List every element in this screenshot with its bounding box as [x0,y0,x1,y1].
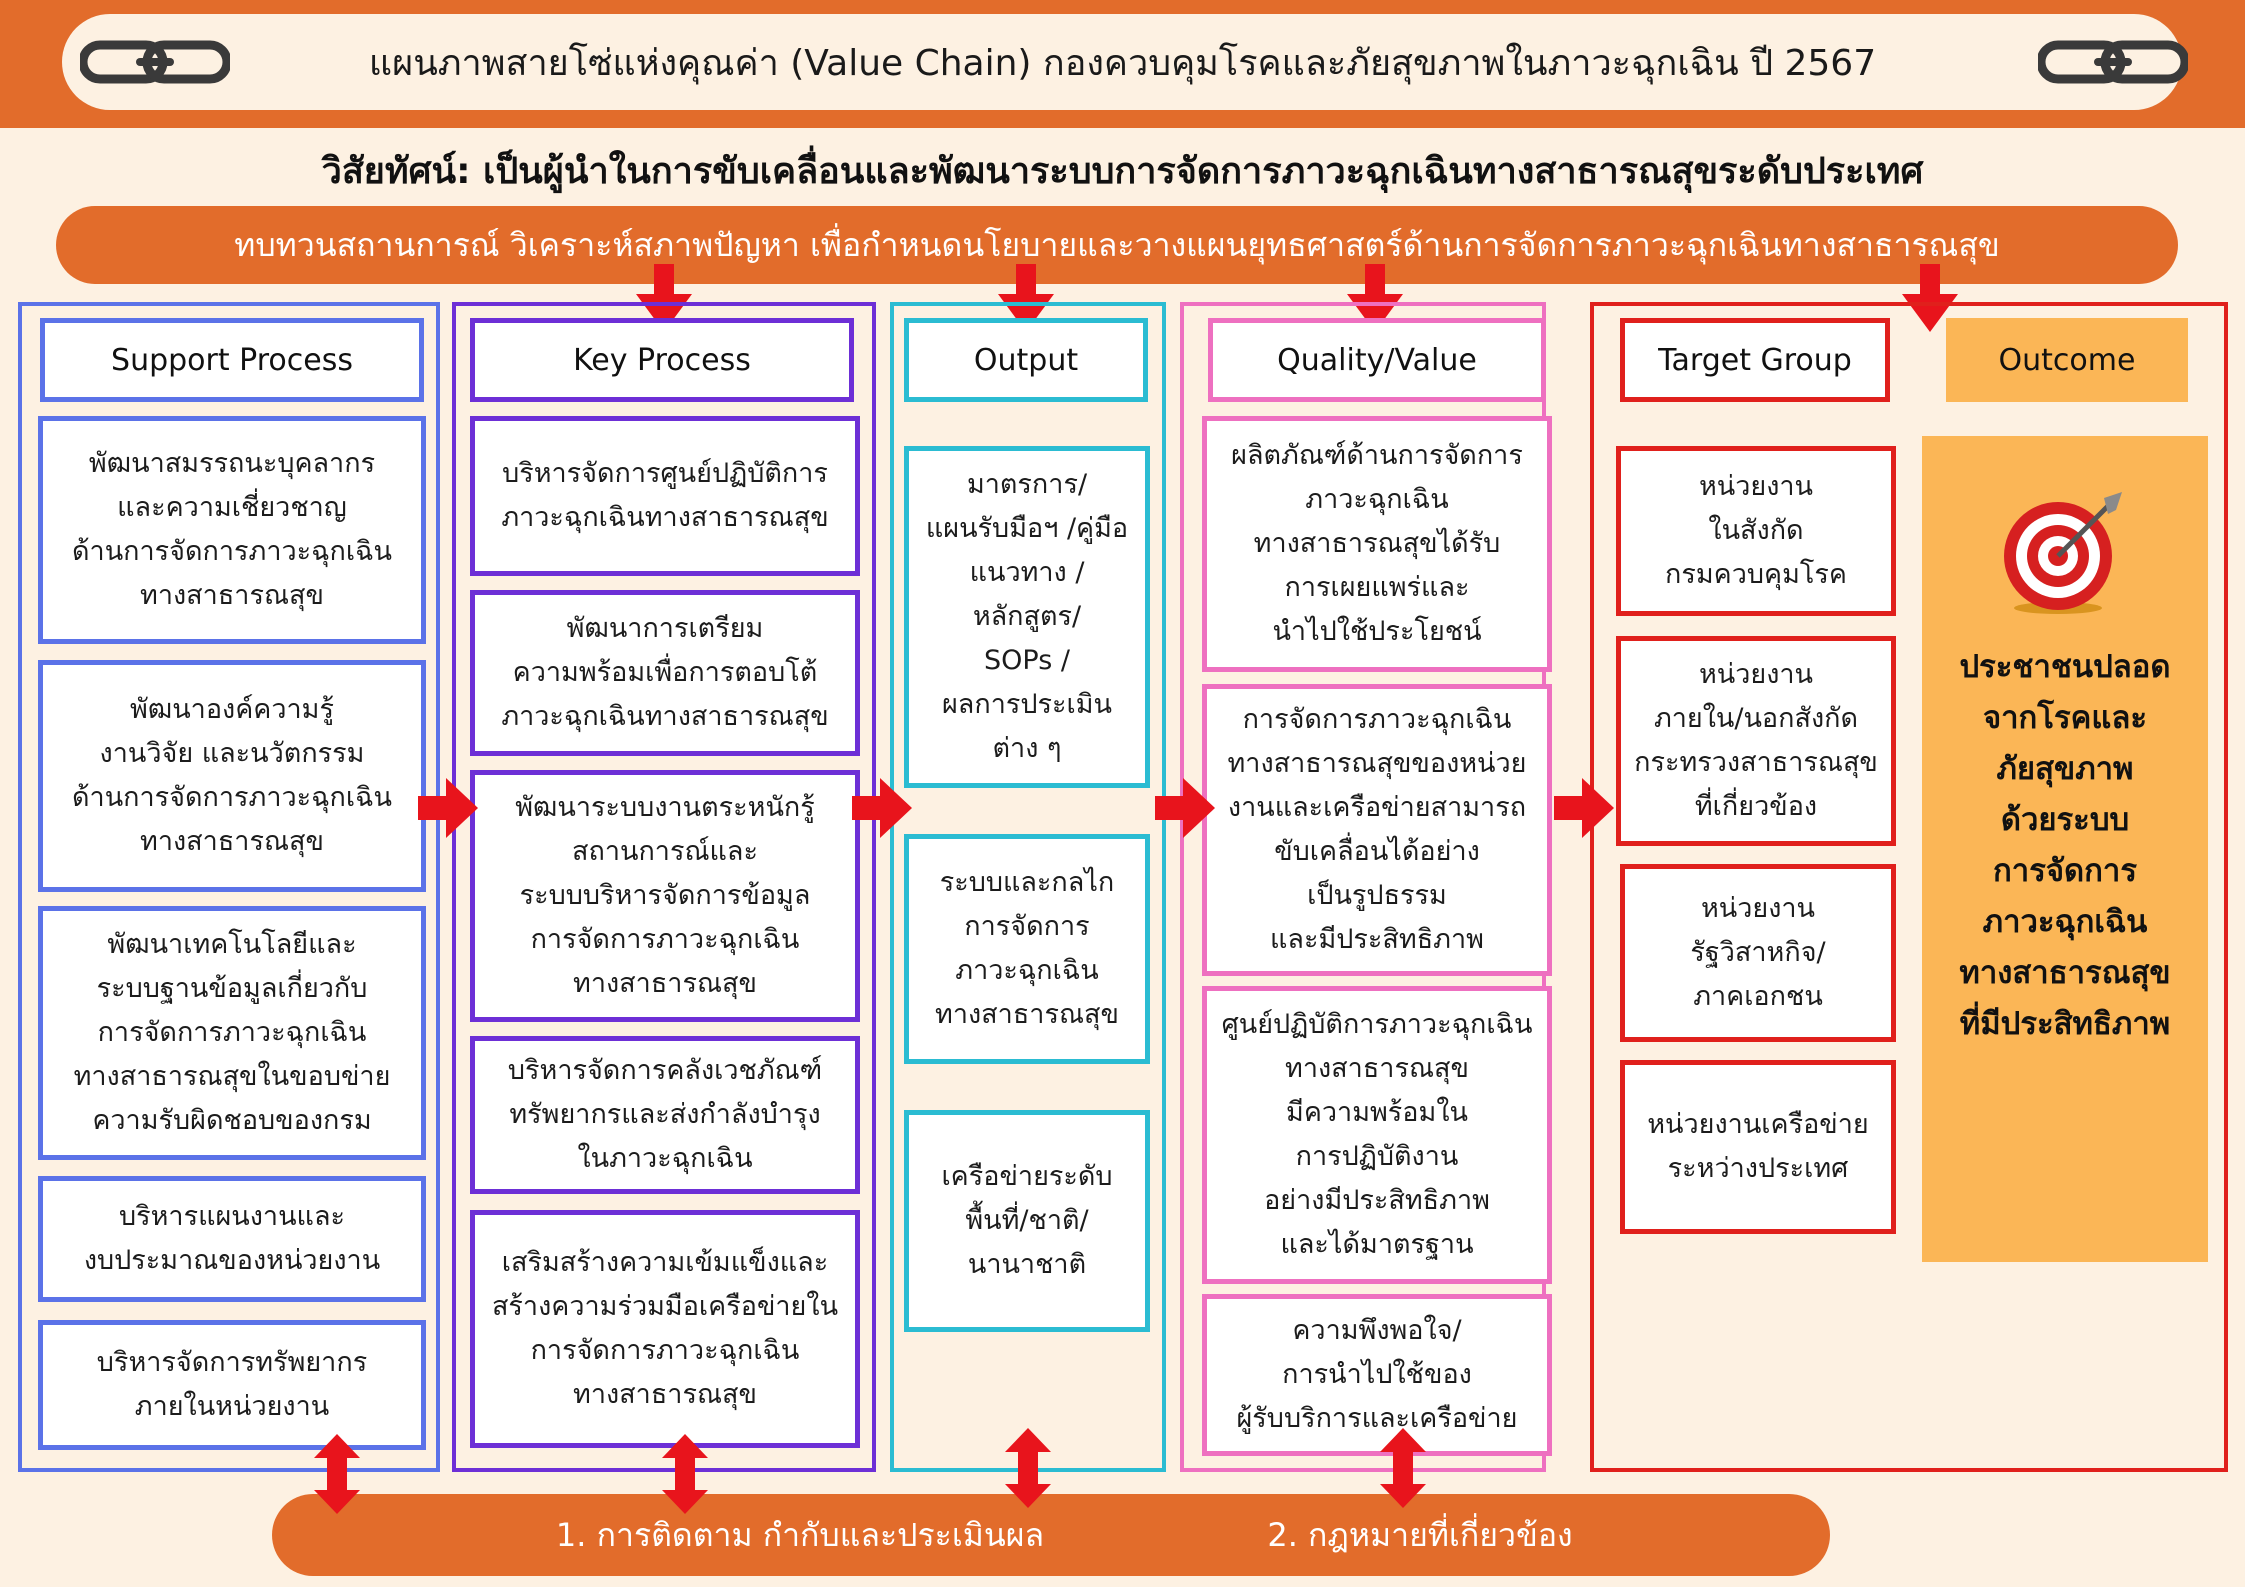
key-process-item: เสริมสร้างความเข้มแข็งและ สร้างความร่วมม… [470,1210,860,1448]
red-double-arrow-icon [1378,1428,1428,1508]
key-process-item: พัฒนาการเตรียม ความพร้อมเพื่อการตอบโต้ ภ… [470,590,860,756]
key-process-column [452,302,876,1472]
support-item: พัฒนาสมรรถนะบุคลากร และความเชี่ยวชาญ ด้า… [38,416,426,644]
red-double-arrow-icon [312,1434,362,1514]
red-arrow-right-icon [852,778,912,838]
output-item: ระบบและกลไก การจัดการ ภาวะฉุกเฉิน ทางสาธ… [904,834,1150,1064]
target-group-item: หน่วยงาน ในสังกัด กรมควบคุมโรค [1616,446,1896,616]
chain-link-icon [2038,40,2188,84]
outcome-header: Outcome [1946,318,2188,402]
target-group-item: หน่วยงาน ภายใน/นอกสังกัด กระทรวงสาธารณสุ… [1616,636,1896,846]
support-process-header: Support Process [40,318,424,402]
support-process-column [18,302,440,1472]
quality-value-item: การจัดการภาวะฉุกเฉิน ทางสาธารณสุขของหน่ว… [1202,684,1552,976]
key-process-item: พัฒนาระบบงานตระหนักรู้ สถานการณ์และ ระบบ… [470,770,860,1022]
quality-value-item: ศูนย์ปฏิบัติการภาวะฉุกเฉิน ทางสาธารณสุข … [1202,986,1552,1284]
quality-value-item: ความพึงพอใจ/ การนำไปใช้ของ ผู้รับบริการแ… [1202,1294,1552,1456]
output-item: มาตรการ/ แผนรับมือฯ /คู่มือ แนวทาง / หลั… [904,446,1150,788]
page-title: แผนภาพสายโซ่แห่งคุณค่า (Value Chain) กอง… [368,42,1877,84]
outcome-text: ประชาชนปลอด จากโรคและ ภัยสุขภาพ ด้วยระบบ… [1959,649,2171,1042]
output-header: Output [904,318,1148,402]
target-outcome-column [1590,302,2228,1472]
target-bullseye-icon [2004,492,2122,614]
top-banner: ทบทวนสถานการณ์ วิเคราะห์สภาพปัญหา เพื่อก… [56,206,2178,284]
bottom-banner [272,1494,1830,1576]
title-pill [62,14,2182,110]
support-item: บริหารแผนงานและ งบประมาณของหน่วยงาน [38,1176,426,1302]
key-process-item: บริหารจัดการคลังเวชภัณฑ์ ทรัพยากรและส่งก… [470,1036,860,1194]
red-double-arrow-icon [660,1434,710,1514]
support-item: บริหารจัดการทรัพยากร ภายในหน่วยงาน [38,1320,426,1450]
red-arrow-right-icon [1548,778,1620,838]
bottom-banner-item-law: 2. กฎหมายที่เกี่ยวข้อง [1267,1515,1573,1554]
key-process-item: บริหารจัดการศูนย์ปฏิบัติการ ภาวะฉุกเฉินท… [470,416,860,576]
target-group-header: Target Group [1620,318,1890,402]
quality-value-header: Quality/Value [1208,318,1546,402]
red-double-arrow-icon [1003,1428,1053,1508]
bottom-banner-item-monitoring: 1. การติดตาม กำกับและประเมินผล [555,1515,1045,1554]
quality-value-item: ผลิตภัณฑ์ด้านการจัดการ ภาวะฉุกเฉิน ทางสา… [1202,416,1552,672]
key-process-header: Key Process [470,318,854,402]
support-item: พัฒนาองค์ความรู้ งานวิจัย และนวัตกรรม ด้… [38,660,426,892]
chain-link-icon [80,40,230,84]
target-group-item: หน่วยงานเครือข่าย ระหว่างประเทศ [1620,1060,1896,1234]
support-item: พัฒนาเทคโนโลยีและ ระบบฐานข้อมูลเกี่ยวกับ… [38,906,426,1160]
red-arrow-right-icon [418,778,478,838]
red-arrow-right-icon [1150,778,1220,838]
target-group-item: หน่วยงาน รัฐวิสาหกิจ/ ภาคเอกชน [1620,864,1896,1042]
output-item: เครือข่ายระดับ พื้นที่/ชาติ/ นานาชาติ [904,1110,1150,1332]
vision-statement: วิสัยทัศน์: เป็นผู้นำในการขับเคลื่อนและพ… [321,150,1924,192]
